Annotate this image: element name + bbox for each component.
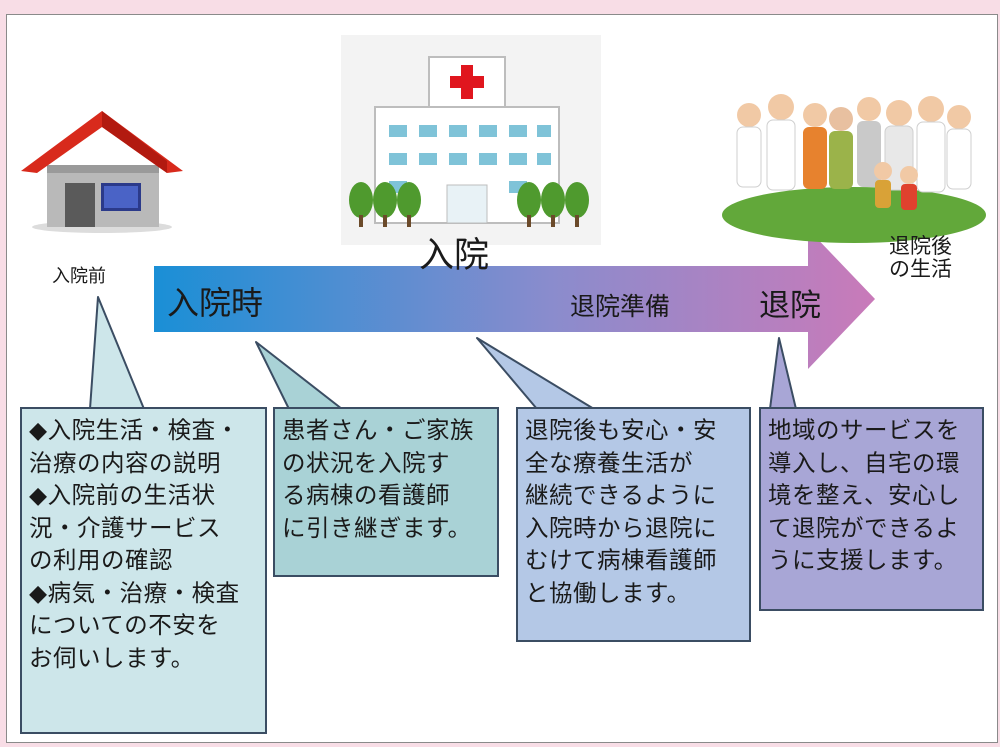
box1-line: の利用の確認 xyxy=(29,546,173,574)
callout-pointer-2 xyxy=(255,341,343,410)
box4-line: 境を整え、安心し xyxy=(768,481,960,509)
callout-box-admission: 患者さん・ご家族 の状況を入院す る病棟の看護師 に引き継ぎます。 xyxy=(273,407,499,577)
label-discharge: 退院 xyxy=(759,288,821,324)
box3-line: 退院後も安心・安 xyxy=(525,416,717,444)
label-before-admission: 入院前 xyxy=(52,266,106,287)
label-discharge-prep: 退院準備 xyxy=(570,292,671,321)
box1-line: 況・介護サービス xyxy=(29,513,221,542)
label-after-discharge: 退院後 の生活 xyxy=(889,235,952,281)
box4-line: て退院ができるよ xyxy=(768,513,960,542)
timeline-arrow xyxy=(154,229,875,369)
callout-pointer-4 xyxy=(769,337,797,410)
box1-line: お伺いします。 xyxy=(29,643,195,672)
box2-line: 患者さん・ご家族 xyxy=(282,416,474,444)
box4-line: うに支援します。 xyxy=(768,546,958,574)
box3-line: むけて病棟看護師 xyxy=(525,546,717,574)
flow-arrow-layer xyxy=(89,229,875,410)
box1-line: ◆病気・治療・検査 xyxy=(29,578,240,607)
label-after-discharge-line1: 退院後 xyxy=(889,234,952,258)
box4-line: 導入し、自宅の環 xyxy=(768,448,960,477)
hospital-building-icon xyxy=(341,35,601,245)
callout-box-discharge-prep: 退院後も安心・安 全な療養生活が 継続できるように 入院時から退院に むけて病棟… xyxy=(516,407,751,642)
box1-line: ◆入院前の生活状 xyxy=(29,481,216,509)
box2-line: の状況を入院す xyxy=(282,448,450,477)
callout-pointer-3 xyxy=(476,337,595,410)
box4-line: 地域のサービスを xyxy=(768,416,960,444)
callout-pointer-1 xyxy=(89,296,145,410)
box3-line: 入院時から退院に xyxy=(525,513,717,542)
box3-line: 継続できるように xyxy=(525,481,717,509)
house-icon xyxy=(21,111,183,233)
box2-line: る病棟の看護師 xyxy=(282,481,450,509)
box1-line: 治療の内容の説明 xyxy=(29,448,221,477)
label-hospitalization: 入院 xyxy=(419,236,490,276)
box1-line: についての不安を xyxy=(29,611,221,639)
diagram-frame: 入院前 入院 xyxy=(6,14,998,743)
callout-box-discharge: 地域のサービスを 導入し、自宅の環 境を整え、安心し て退院ができるよ うに支援… xyxy=(759,407,984,611)
box3-line: 全な療養生活が xyxy=(525,448,693,477)
family-and-doctors-icon xyxy=(722,94,986,243)
box1-line: ◆入院生活・検査・ xyxy=(29,416,240,444)
box3-line: と協働します。 xyxy=(525,578,691,607)
box2-line: に引き継ぎます。 xyxy=(282,513,472,542)
label-after-discharge-line2: の生活 xyxy=(889,257,952,281)
label-admission: 入院時 xyxy=(167,284,264,322)
callout-box-before-admission: ◆入院生活・検査・ 治療の内容の説明 ◆入院前の生活状 況・介護サービス の利用… xyxy=(20,407,267,734)
